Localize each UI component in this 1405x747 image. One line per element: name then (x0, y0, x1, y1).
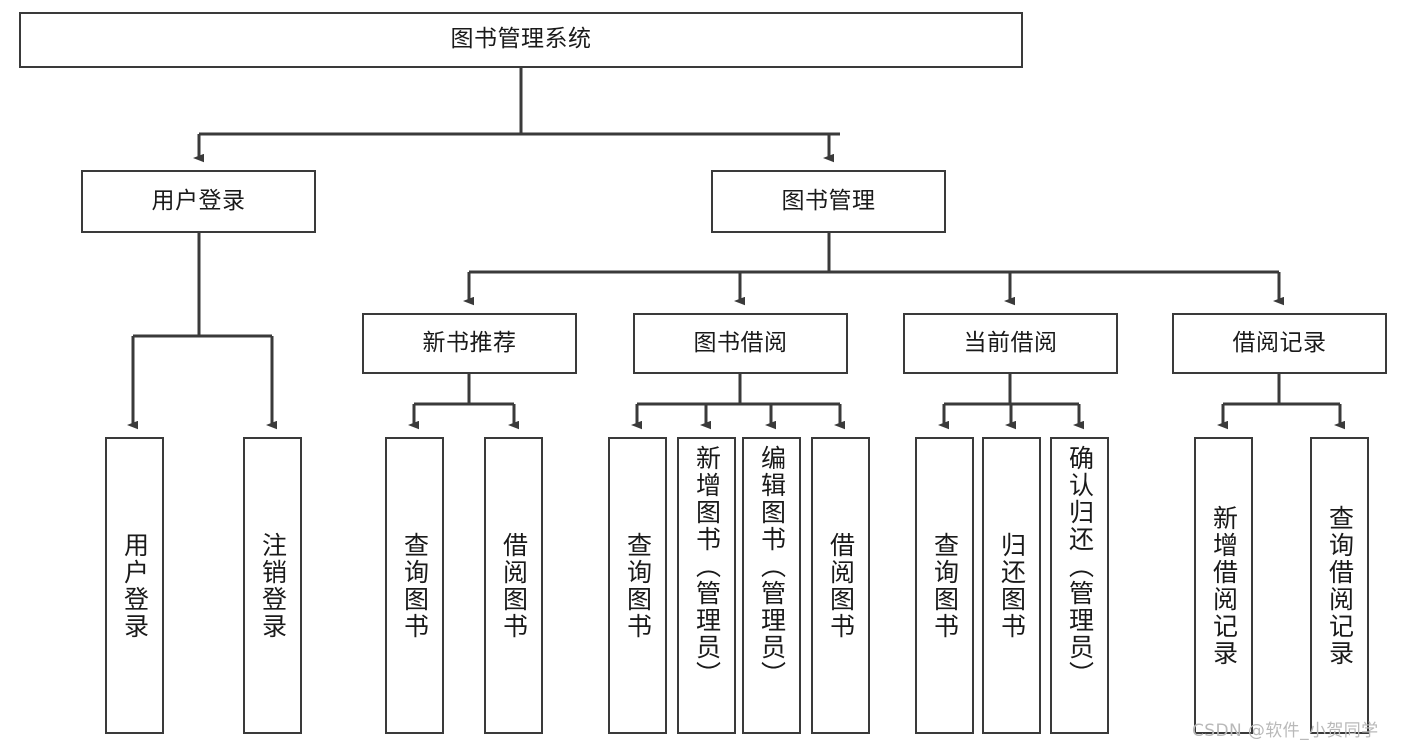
node-leaf-query-book-recommend[interactable]: 查询图书 (385, 437, 444, 734)
node-label: 用户登录 (151, 187, 246, 214)
node-leaf-borrow-book[interactable]: 借阅图书 (811, 437, 870, 734)
node-leaf-edit-book[interactable]: 编辑图书（管理员） (742, 437, 801, 734)
node-new-book-recommend[interactable]: 新书推荐 (362, 313, 577, 374)
node-label: 借阅图书 (499, 531, 529, 640)
node-label: 编辑图书（管理员） (757, 445, 787, 688)
node-leaf-logout[interactable]: 注销登录 (243, 437, 302, 734)
node-label: 借阅图书 (826, 531, 856, 640)
node-label: 图书管理 (781, 187, 876, 214)
node-leaf-query-book-borrow[interactable]: 查询图书 (608, 437, 667, 734)
node-label: 图书管理系统 (450, 26, 592, 53)
node-user-login[interactable]: 用户登录 (81, 170, 316, 233)
node-label: 图书借阅 (693, 329, 788, 356)
node-leaf-borrow-book-recommend[interactable]: 借阅图书 (484, 437, 543, 734)
node-label: 当前借阅 (963, 329, 1058, 356)
node-label: 新书推荐 (422, 329, 517, 356)
node-label: 注销登录 (258, 531, 288, 640)
node-label: 用户登录 (120, 531, 150, 640)
node-label: 新增图书（管理员） (692, 445, 722, 688)
node-label: 归还图书 (997, 531, 1027, 640)
node-leaf-user-login[interactable]: 用户登录 (105, 437, 164, 734)
node-leaf-add-book[interactable]: 新增图书（管理员） (677, 437, 736, 734)
csdn-watermark: CSDN @软件_小贺同学 (1192, 721, 1379, 741)
node-current-borrow[interactable]: 当前借阅 (903, 313, 1118, 374)
node-borrow-record[interactable]: 借阅记录 (1172, 313, 1387, 374)
node-label: 新增借阅记录 (1209, 504, 1239, 667)
node-leaf-confirm-return[interactable]: 确认归还（管理员） (1050, 437, 1109, 734)
node-book-management[interactable]: 图书管理 (711, 170, 946, 233)
node-root-system[interactable]: 图书管理系统 (19, 12, 1023, 68)
node-leaf-query-borrow-record[interactable]: 查询借阅记录 (1310, 437, 1369, 734)
node-label: 查询借阅记录 (1325, 504, 1355, 667)
node-leaf-query-book-current[interactable]: 查询图书 (915, 437, 974, 734)
node-label: 查询图书 (930, 531, 960, 640)
node-label: 查询图书 (400, 531, 430, 640)
node-label: 借阅记录 (1232, 329, 1327, 356)
node-leaf-return-book[interactable]: 归还图书 (982, 437, 1041, 734)
node-label: 查询图书 (623, 531, 653, 640)
node-book-borrow[interactable]: 图书借阅 (633, 313, 848, 374)
node-leaf-add-borrow-record[interactable]: 新增借阅记录 (1194, 437, 1253, 734)
node-label: 确认归还（管理员） (1065, 445, 1095, 688)
